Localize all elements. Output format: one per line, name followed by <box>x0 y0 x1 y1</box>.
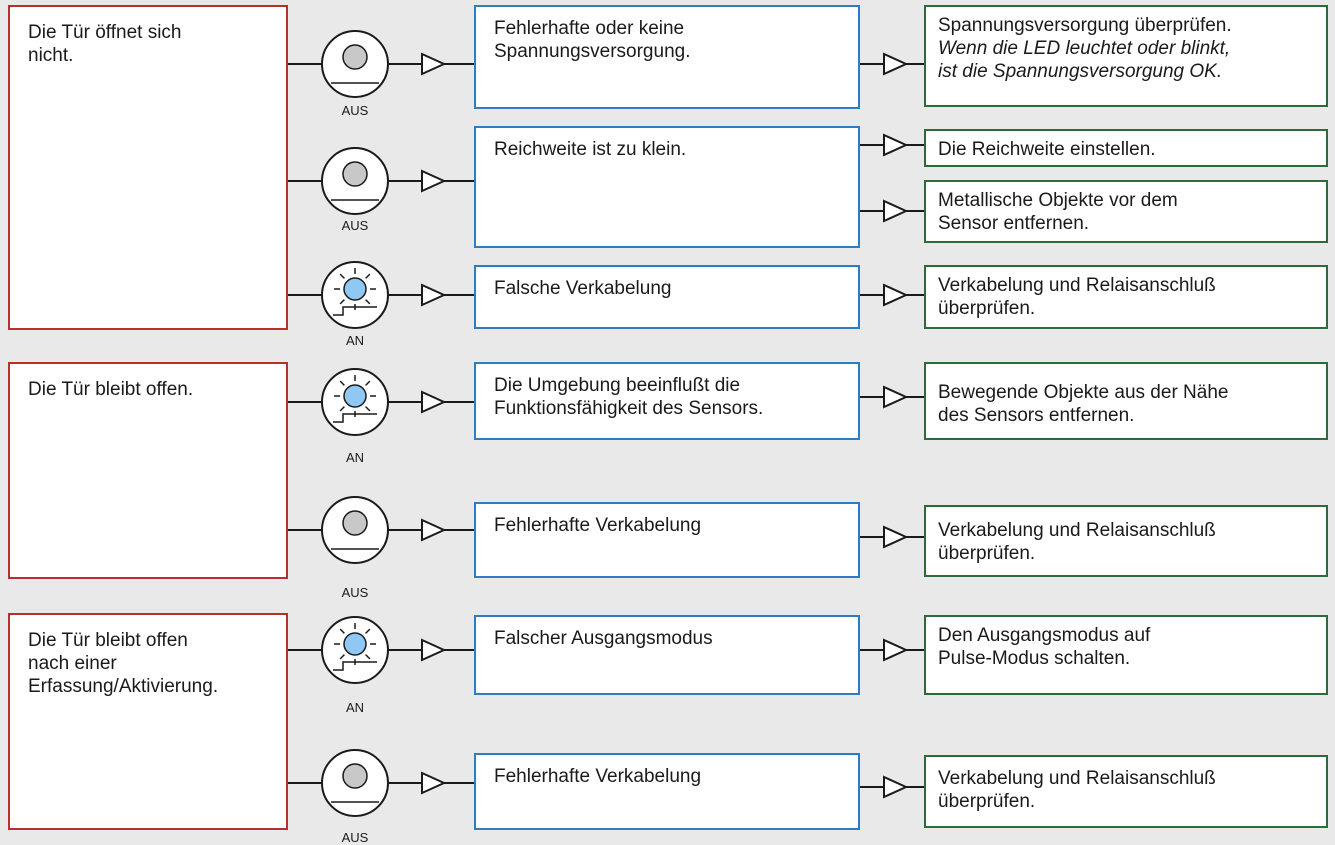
cause-box: Die Umgebung beeinflußt die Funktionsfäh… <box>474 362 860 440</box>
arrowhead-icon <box>883 133 909 157</box>
remedy-text: Metallische Objekte vor dem Sensor entfe… <box>938 190 1178 234</box>
arrowhead-icon <box>883 638 909 662</box>
led-state-label: AN <box>345 450 365 465</box>
led-on-icon <box>343 277 367 301</box>
remedy-box: Spannungsversorgung überprüfen. Wenn die… <box>924 5 1328 107</box>
arrowhead-icon <box>883 775 909 799</box>
remedy-box: Bewegende Objekte aus der Nähe des Senso… <box>924 362 1328 440</box>
remedy-text: Die Reichweite einstellen. <box>938 139 1156 160</box>
cause-box: Reichweite ist zu klein. <box>474 126 860 248</box>
remedy-text: Verkabelung und Relaisanschluß überprüfe… <box>938 768 1216 812</box>
problem-text: Die Tür bleibt offen. <box>28 379 194 400</box>
cause-box: Falsche Verkabelung <box>474 265 860 329</box>
arrowhead-icon <box>883 283 909 307</box>
remedy-text: Den Ausgangsmodus auf Pulse-Modus schalt… <box>938 625 1151 669</box>
problem-box: Die Tür bleibt offen nach einer Erfassun… <box>8 613 288 830</box>
led-off-icon <box>342 510 368 536</box>
cause-text: Fehlerhafte Verkabelung <box>494 766 702 787</box>
arrowhead-icon <box>421 52 447 76</box>
cause-box: Falscher Ausgangsmodus <box>474 615 860 695</box>
remedy-text: Verkabelung und Relaisanschluß überprüfe… <box>938 275 1216 319</box>
problem-text: Die Tür öffnet sich nicht. <box>28 22 182 66</box>
cause-text: Reichweite ist zu klein. <box>494 139 687 160</box>
led-state-label: AN <box>345 700 365 715</box>
light-ray-icon <box>339 380 345 386</box>
remedy-box: Metallische Objekte vor dem Sensor entfe… <box>924 180 1328 243</box>
cause-text: Fehlerhafte Verkabelung <box>494 515 702 536</box>
signal-high-icon <box>333 661 377 671</box>
light-ray-icon <box>365 628 371 634</box>
arrowhead-icon <box>421 390 447 414</box>
arrowhead-icon <box>883 525 909 549</box>
cause-text: Falsche Verkabelung <box>494 278 672 299</box>
light-ray-icon <box>339 406 345 412</box>
led-state-label: AUS <box>341 103 369 118</box>
light-ray-icon <box>339 299 345 305</box>
led-off-icon <box>342 161 368 187</box>
remedy-box: Den Ausgangsmodus auf Pulse-Modus schalt… <box>924 615 1328 695</box>
light-ray-icon <box>365 406 371 412</box>
arrowhead-icon <box>421 169 447 193</box>
arrowhead-icon <box>421 518 447 542</box>
led-state-label: AN <box>345 333 365 348</box>
led-on-icon <box>343 632 367 656</box>
arrowhead-icon <box>421 771 447 795</box>
signal-high-icon <box>333 413 377 423</box>
light-ray-icon <box>365 654 371 660</box>
remedy-box: Verkabelung und Relaisanschluß überprüfe… <box>924 755 1328 828</box>
light-ray-icon <box>339 654 345 660</box>
problem-box: Die Tür öffnet sich nicht. <box>8 5 288 330</box>
led-off-icon <box>342 763 368 789</box>
problem-box: Die Tür bleibt offen. <box>8 362 288 579</box>
arrowhead-icon <box>883 52 909 76</box>
led-on-icon <box>343 384 367 408</box>
cause-text: Fehlerhafte oder keine Spannungsversorgu… <box>494 18 691 62</box>
arrowhead-icon <box>883 385 909 409</box>
led-off-icon <box>342 44 368 70</box>
led-state-label: AUS <box>341 585 369 600</box>
remedy-text: Bewegende Objekte aus der Nähe des Senso… <box>938 382 1229 426</box>
remedy-box: Verkabelung und Relaisanschluß überprüfe… <box>924 505 1328 577</box>
light-ray-icon <box>365 299 371 305</box>
arrowhead-icon <box>421 283 447 307</box>
arrowhead-icon <box>421 638 447 662</box>
cause-text: Falscher Ausgangsmodus <box>494 628 713 649</box>
light-ray-icon <box>339 273 345 279</box>
light-ray-icon <box>339 628 345 634</box>
led-state-label: AUS <box>341 218 369 233</box>
light-ray-icon <box>365 273 371 279</box>
remedy-text: Verkabelung und Relaisanschluß überprüfe… <box>938 520 1216 564</box>
remedy-text: Spannungsversorgung überprüfen. <box>938 15 1232 36</box>
remedy-box: Verkabelung und Relaisanschluß überprüfe… <box>924 265 1328 329</box>
led-state-label: AUS <box>341 830 369 845</box>
cause-box: Fehlerhafte Verkabelung <box>474 502 860 578</box>
remedy-note: Wenn die LED leuchtet oder blinkt, ist d… <box>938 38 1231 82</box>
cause-box: Fehlerhafte Verkabelung <box>474 753 860 830</box>
remedy-box: Die Reichweite einstellen. <box>924 129 1328 167</box>
cause-box: Fehlerhafte oder keine Spannungsversorgu… <box>474 5 860 109</box>
light-ray-icon <box>365 380 371 386</box>
cause-text: Die Umgebung beeinflußt die Funktionsfäh… <box>494 375 764 419</box>
problem-text: Die Tür bleibt offen nach einer Erfassun… <box>28 630 219 697</box>
signal-high-icon <box>333 306 377 316</box>
arrowhead-icon <box>883 199 909 223</box>
